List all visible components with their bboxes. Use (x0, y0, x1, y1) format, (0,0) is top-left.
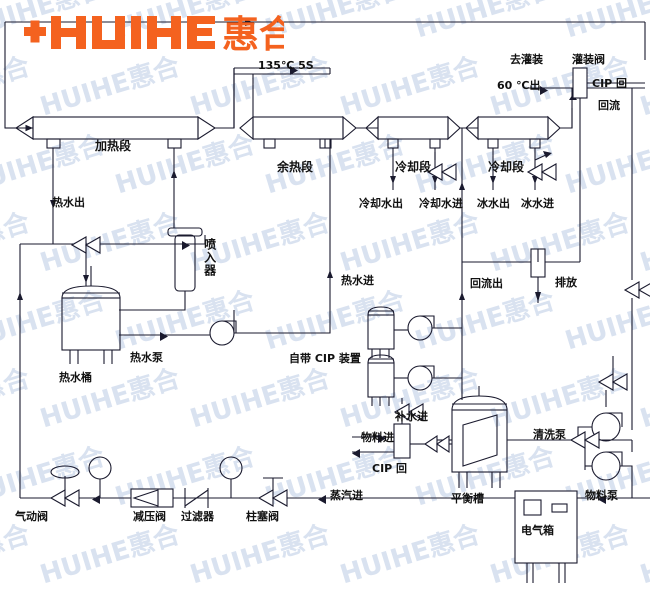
label-hot-water-pump: 热水泵 (130, 351, 163, 364)
label-reflux: 回流 (598, 99, 620, 112)
material-pump-group (585, 440, 633, 498)
label-hot-water-out: 热水出 (52, 196, 85, 209)
injector-vessel (119, 227, 203, 311)
return-line (459, 128, 465, 400)
label-makeup-water-in: 补水进 (395, 410, 428, 423)
heat-exchanger-cooling-2 (465, 115, 561, 149)
label-return-out: 回流出 (470, 277, 503, 290)
label-cip-return-bottom: CIP 回 (372, 462, 408, 475)
label-outlet-temp: 60 ℃出 (497, 79, 541, 92)
label-balance-tank: 平衡槽 (451, 492, 484, 505)
label-plunger-valve: 柱塞阀 (246, 510, 279, 523)
cip-unit (367, 306, 462, 406)
label-injector: 喷入器 (202, 238, 217, 277)
label-pneumatic-valve: 气动阀 (15, 510, 48, 523)
heat-exchanger-heating (5, 68, 235, 149)
cleaning-pump-group (569, 356, 628, 470)
label-filter: 过滤器 (181, 510, 214, 523)
pressure-gauge-2 (219, 456, 243, 498)
heat-exchanger-cooling-1 (365, 115, 478, 149)
label-material-pump: 物料泵 (585, 489, 618, 502)
electrical-box (514, 490, 578, 583)
right-main-riser (623, 88, 650, 430)
drain-line (462, 128, 581, 303)
label-pressure-reducing-valve: 减压阀 (133, 510, 166, 523)
left-recirc-riser (17, 243, 53, 498)
label-cip-unit: 自带 CIP 装置 (289, 352, 361, 365)
label-material-in: 物料进 (361, 431, 394, 444)
label-cooling-water-in: 冷却水进 (419, 197, 463, 210)
heating-right-leg (171, 148, 177, 228)
logo-chinese-text: 惠合 (222, 13, 284, 54)
label-cooling-section-1: 冷却段 (395, 160, 432, 174)
heat-exchanger-regeneration (239, 115, 378, 149)
pressure-gauge-1 (88, 456, 112, 498)
pneumatic-valve (49, 465, 80, 507)
pump-discharge-line (236, 290, 331, 334)
hot-water-pump (119, 310, 330, 346)
label-cooling-section-2: 冷却段 (488, 160, 525, 174)
hot-water-tank (61, 276, 121, 364)
plunger-valve (257, 477, 288, 507)
label-electrical-box: 电气箱 (521, 524, 554, 537)
filter (184, 488, 209, 508)
label-regeneration-section: 余热段 (277, 160, 314, 174)
label-cip-return-top: CIP 回 (592, 77, 628, 90)
label-ice-water-out: 冰水出 (477, 197, 510, 210)
label-hot-water-in: 热水进 (341, 274, 374, 287)
outlet-to-filling (528, 67, 645, 129)
cooling-utility-legs (390, 148, 557, 190)
label-cooling-water-out: 冷却水出 (359, 197, 403, 210)
holding-tube (233, 66, 331, 128)
pressure-reducing-valve (130, 488, 174, 508)
label-drain: 排放 (555, 276, 577, 289)
hot-water-in-riser (327, 139, 333, 290)
label-steam-in: 蒸汽进 (330, 489, 363, 502)
huihe-logo: 惠合 (24, 13, 284, 54)
label-cleaning-pump: 清洗泵 (533, 428, 566, 441)
label-sterilize-condition: 135℃ 5S (258, 59, 314, 72)
label-heating-section: 加热段 (95, 139, 132, 153)
label-filling-valve: 灌装阀 (572, 53, 605, 66)
label-to-filling: 去灌装 (510, 53, 543, 66)
valve-hot-water-branch (70, 236, 101, 286)
label-ice-water-in: 冰水进 (521, 197, 554, 210)
material-inlet-block (352, 398, 452, 459)
label-hot-water-tank: 热水桶 (59, 371, 92, 384)
